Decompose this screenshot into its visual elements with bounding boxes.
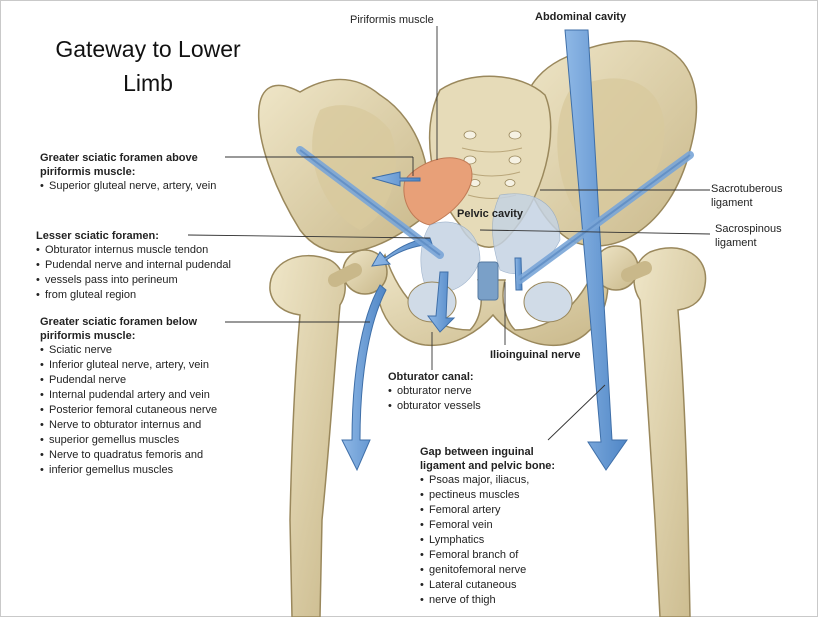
list-item: Pudendal nerve xyxy=(40,373,217,388)
right-femur xyxy=(633,247,707,617)
list-item-cont: pectineus muscles xyxy=(420,488,555,503)
title-line-1: Gateway to Lower xyxy=(55,36,241,62)
list-item: Superior gluteal nerve, artery, vein xyxy=(40,179,216,194)
list-item-cont: superior gemellus muscles xyxy=(40,433,217,448)
gsf-above-block: Greater sciatic foramen above piriformis… xyxy=(40,151,216,194)
list-item-cont: from gluteal region xyxy=(36,288,231,303)
gsf-above-head-2: piriformis muscle: xyxy=(40,166,136,178)
obturator-head: Obturator canal: xyxy=(388,371,474,383)
list-item: Internal pudendal artery and vein xyxy=(40,388,217,403)
abdominal-arrow xyxy=(564,29,628,471)
piriformis-label: Piriformis muscle xyxy=(350,14,434,26)
sacrospinous-label-2: ligament xyxy=(715,237,757,249)
list-item: Femoral branch of xyxy=(420,548,555,563)
obturator-block: Obturator canal: obturator nerve obturat… xyxy=(388,370,481,414)
sacrotuberous-label-1: Sacrotuberous xyxy=(711,183,783,195)
sacrotuberous-label-2: ligament xyxy=(711,197,753,209)
pelvic-cavity-label: Pelvic cavity xyxy=(457,208,524,220)
gsf-below-head-2: piriformis muscle: xyxy=(40,330,136,342)
list-item: Femoral artery xyxy=(420,503,555,518)
obturator-arrow xyxy=(427,271,456,333)
list-item: Nerve to obturator internus and xyxy=(40,418,217,433)
lesser-block: Lesser sciatic foramen: Obturator intern… xyxy=(36,229,231,303)
list-item: obturator nerve xyxy=(388,384,481,399)
gap-block: Gap between inguinal ligament and pelvic… xyxy=(420,445,555,608)
list-item: Pudendal nerve and internal pudendal xyxy=(36,258,231,273)
slide-title: Gateway to Lower Limb xyxy=(20,32,276,100)
lesser-list: Obturator internus muscle tendon Pudenda… xyxy=(36,243,231,303)
gap-head-2: ligament and pelvic bone: xyxy=(420,460,556,472)
list-item: Femoral vein xyxy=(420,518,555,533)
list-item: obturator vessels xyxy=(388,399,481,414)
list-item: Lateral cutaneous xyxy=(420,578,555,593)
list-item-cont: vessels pass into perineum xyxy=(36,273,231,288)
list-item-cont: nerve of thigh xyxy=(420,593,555,608)
abdominal-cavity-label: Abdominal cavity xyxy=(535,11,627,23)
lesser-head: Lesser sciatic foramen: xyxy=(36,230,159,242)
sacrospinous-ligament xyxy=(420,221,481,293)
list-item: Obturator internus muscle tendon xyxy=(36,243,231,258)
list-item: Psoas major, iliacus, xyxy=(420,473,555,488)
ilioinguinal-arrow xyxy=(514,257,523,291)
list-item: Lymphatics xyxy=(420,533,555,548)
list-item: Nerve to quadratus femoris and xyxy=(40,448,217,463)
ilioinguinal-label: Ilioinguinal nerve xyxy=(490,349,581,361)
gsf-below-block: Greater sciatic foramen below piriformis… xyxy=(40,315,217,478)
above-piriformis-arrow xyxy=(371,171,421,187)
gsf-above-head-1: Greater sciatic foramen above xyxy=(40,152,198,164)
title-line-2: Limb xyxy=(123,70,173,96)
piriformis-muscle xyxy=(403,157,473,226)
left-femur xyxy=(269,255,346,617)
list-item: Sciatic nerve xyxy=(40,343,217,358)
list-item-cont: inferior gemellus muscles xyxy=(40,463,217,478)
gsf-above-list: Superior gluteal nerve, artery, vein xyxy=(40,179,216,194)
obturator-list: obturator nerve obturator vessels xyxy=(388,384,481,414)
right-obturator-foramen xyxy=(523,281,573,323)
gap-head-1: Gap between inguinal xyxy=(420,446,534,458)
pubic-symphysis xyxy=(477,261,499,301)
gap-list: Psoas major, iliacus, pectineus muscles … xyxy=(420,473,555,608)
sacrospinous-label-1: Sacrospinous xyxy=(715,223,782,235)
list-item-cont: genitofemoral nerve xyxy=(420,563,555,578)
gsf-below-list: Sciatic nerve Inferior gluteal nerve, ar… xyxy=(40,343,217,478)
below-piriformis-arrow xyxy=(341,284,387,472)
list-item: Inferior gluteal nerve, artery, vein xyxy=(40,358,217,373)
gsf-below-head-1: Greater sciatic foramen below xyxy=(40,316,198,328)
list-item: Posterior femoral cutaneous nerve xyxy=(40,403,217,418)
lesser-sciatic-arrow xyxy=(371,237,433,267)
